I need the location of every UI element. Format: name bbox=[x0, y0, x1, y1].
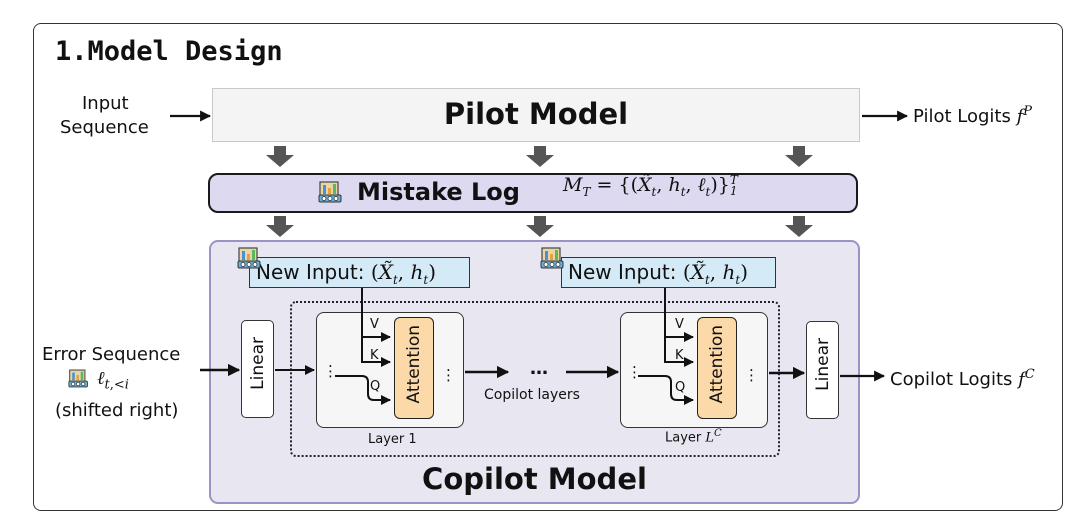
error-sequence-label: Error Sequence bbox=[42, 344, 181, 365]
linear-label-input: Linear bbox=[248, 337, 268, 390]
layer-L-box bbox=[620, 312, 768, 428]
attention-block-1 bbox=[394, 317, 434, 419]
k-label-1: K bbox=[370, 348, 379, 363]
attention-block-L bbox=[697, 317, 737, 419]
input-sequence-label-1: Input bbox=[82, 93, 129, 114]
copilot-model-title: Copilot Model bbox=[422, 462, 647, 496]
new-input-text-2: New Input: bbox=[568, 260, 683, 284]
copilot-logits-text: Copilot Logits bbox=[890, 369, 1019, 390]
log-notebook-icon bbox=[540, 247, 564, 269]
layer-L-symbol: L bbox=[705, 430, 715, 446]
copilot-logits-superscript: C bbox=[1024, 367, 1035, 382]
linear-block-output bbox=[806, 321, 839, 419]
layer-L-text: Layer bbox=[665, 430, 706, 446]
layer-L-superscript: C bbox=[714, 428, 722, 439]
new-input-box-1: New Input: (X̃t, ht) bbox=[249, 257, 470, 288]
error-sequence-symbol: ℓt,<i bbox=[97, 368, 129, 393]
mistake-log-box bbox=[208, 173, 858, 213]
attention-label-1: Attention bbox=[404, 325, 424, 404]
pilot-model-title: Pilot Model bbox=[443, 97, 629, 131]
mistake-log-title: Mistake Log bbox=[357, 178, 520, 206]
new-input-formula-1: (X̃t, ht) bbox=[370, 260, 437, 287]
q-label-1: Q bbox=[370, 379, 381, 394]
ellipsis-right-L: ⋮ bbox=[744, 366, 759, 384]
pilot-logits-superscript: P bbox=[1023, 104, 1032, 119]
linear-label-output: Linear bbox=[813, 338, 833, 391]
pilot-logits-label: Pilot Logits fP bbox=[913, 104, 1032, 127]
pilot-logits-text: Pilot Logits bbox=[913, 106, 1017, 127]
attention-label-L: Attention bbox=[707, 325, 727, 404]
error-sequence-shifted: (shifted right) bbox=[55, 400, 179, 421]
new-input-text-1: New Input: bbox=[256, 260, 371, 284]
v-label-1: V bbox=[370, 317, 379, 332]
log-notebook-icon bbox=[68, 369, 88, 388]
v-label-L: V bbox=[675, 317, 684, 332]
copilot-layers-label: Copilot layers bbox=[484, 387, 580, 403]
layer-1-box bbox=[316, 312, 464, 428]
ellipsis-left-1: ⋮ bbox=[323, 362, 338, 380]
log-notebook-icon bbox=[237, 247, 261, 269]
figure-title: 1.Model Design bbox=[55, 36, 283, 67]
layer-L-label: Layer LC bbox=[665, 428, 722, 445]
copilot-layers-region bbox=[290, 301, 780, 457]
q-label-L: Q bbox=[675, 380, 686, 395]
k-label-L: K bbox=[675, 348, 684, 363]
pilot-model-box bbox=[212, 88, 860, 142]
copilot-logits-symbol: f bbox=[1018, 369, 1025, 390]
layer-1-label: Layer 1 bbox=[368, 432, 417, 447]
new-input-formula-2: (X̃t, ht) bbox=[682, 260, 749, 287]
copilot-logits-label: Copilot Logits fC bbox=[890, 367, 1035, 390]
copilot-layers-dots: … bbox=[530, 358, 548, 379]
pilot-logits-symbol: f bbox=[1016, 106, 1024, 127]
ellipsis-left-L: ⋮ bbox=[627, 363, 642, 381]
linear-block-input bbox=[241, 320, 274, 418]
ellipsis-right-1: ⋮ bbox=[441, 366, 456, 384]
new-input-box-2: New Input: (X̃t, ht) bbox=[561, 257, 776, 288]
log-notebook-icon bbox=[318, 181, 342, 203]
figure-frame bbox=[33, 23, 1063, 511]
input-sequence-label-2: Sequence bbox=[60, 117, 149, 138]
